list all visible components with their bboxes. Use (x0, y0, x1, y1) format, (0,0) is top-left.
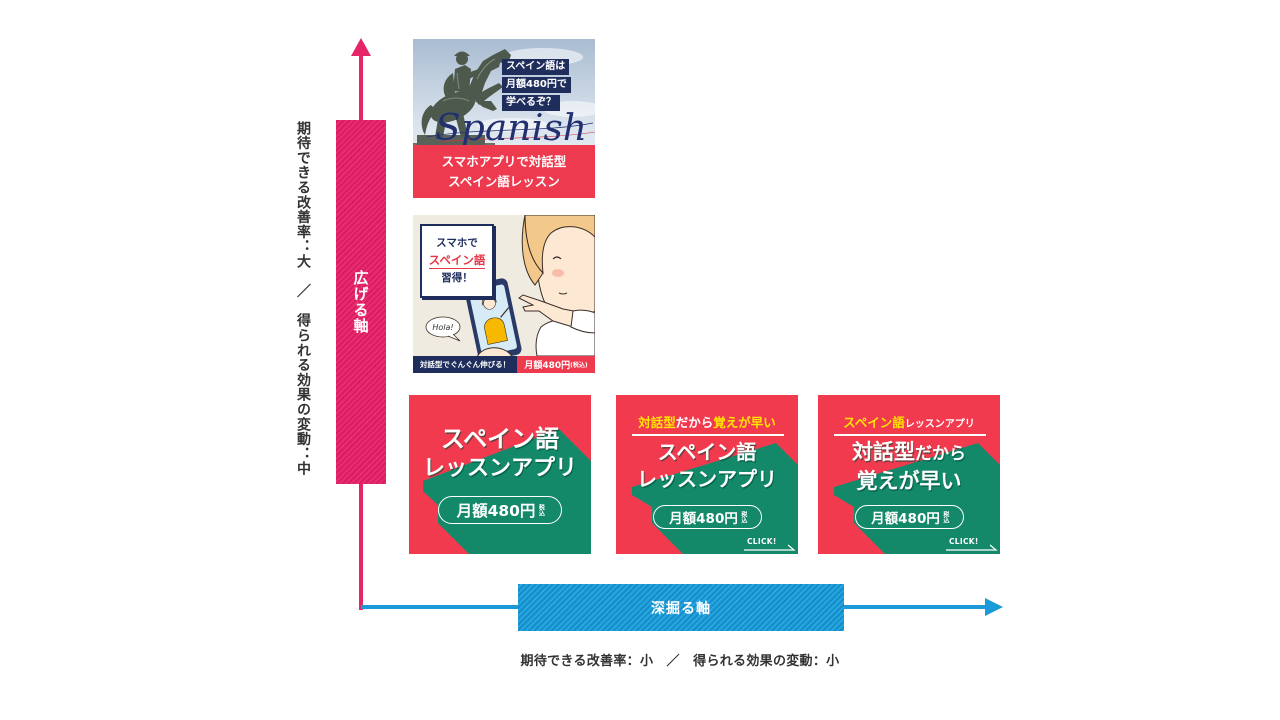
title-line: 対話型だから (818, 439, 1000, 468)
price-value: 月額480円 (669, 511, 738, 527)
tagline: スペイン語レッスンアプリ (818, 412, 1000, 431)
band-line: スペイン語レッスン (448, 173, 560, 189)
price-callout: スペイン語は 月額480円で 学べるぞ？ (502, 59, 571, 111)
cta-arrow-icon (744, 544, 796, 551)
title-line: レッスンアプリ (637, 467, 777, 491)
footer-price: 月額480円(税込) (517, 356, 595, 373)
cta-arrow-icon (946, 544, 998, 551)
tagline: 対話型だから覚えが早い (616, 412, 798, 431)
headline-band: スマホアプリで対話型 スペイン語レッスン (413, 145, 595, 198)
tagline-highlight: スペイン語 (843, 415, 905, 430)
banner-title: スペイン語 レッスンアプリ (409, 425, 591, 483)
tagline-text: レッスンアプリ (904, 419, 975, 430)
footer-tax-note: (税込) (570, 362, 588, 369)
vertical-axis-description: 期待できる改善率：大 ／ 得られる効果の変動：中 (295, 121, 311, 477)
horizontal-axis-description: 期待できる改善率：小 ／ 得られる効果の変動：小 (520, 654, 840, 669)
banner-title: 対話型だから 覚えが早い (818, 439, 1000, 495)
script-flourish-red (438, 131, 595, 143)
title-line: スペイン語 (440, 425, 560, 453)
banner-title: スペイン語 レッスンアプリ (616, 439, 798, 493)
callout-line: 月額480円で (502, 77, 571, 93)
tax-note: 税込 (941, 511, 949, 523)
tax-note: 税込 (537, 504, 545, 516)
price-value: 月額480円 (871, 511, 940, 527)
callout-line: 学べるぞ？ (502, 95, 560, 111)
speech-bubble-text: Hola! (432, 323, 453, 332)
band-line: スマホアプリで対話型 (441, 153, 567, 169)
divider-line (834, 434, 986, 436)
title-line: スペイン語 (657, 440, 757, 464)
banner-text-b: 対話型だから覚えが早い スペイン語 レッスンアプリ 月額480円 税込 CLIC… (616, 395, 798, 554)
cta-label: CLICK! (747, 537, 777, 546)
price-value: 月額480円 (456, 502, 536, 520)
banner-text-a: スペイン語 レッスンアプリ 月額480円 税込 (409, 395, 591, 554)
divider-line (632, 434, 784, 436)
footer-price-value: 月額480円 (524, 361, 571, 371)
title-main: 対話型 (852, 440, 915, 464)
callout-line: スペイン語は (502, 59, 570, 75)
banner-text-c: スペイン語レッスンアプリ 対話型だから 覚えが早い 月額480円 税込 CLIC… (818, 395, 1000, 554)
horizontal-axis-label-box: 深掘る軸 (518, 584, 844, 631)
headline-line-highlight: スペイン語 (428, 253, 486, 269)
headline-box: スマホで スペイン語 習得！ (420, 224, 494, 298)
title-line: レッスンアプリ (422, 456, 577, 481)
price-pill: 月額480円 税込 (653, 505, 762, 529)
vertical-axis-label-box: 広げる軸 (336, 120, 386, 484)
script-flourish (426, 122, 594, 138)
horizontal-axis-arrowhead (985, 598, 1003, 616)
tax-note: 税込 (739, 511, 747, 523)
tagline-text: だから (675, 415, 714, 430)
footer-tagline: 対話型でぐんぐん伸びる！ (413, 356, 517, 373)
tagline-highlight: 対話型 (638, 415, 676, 430)
banner-illustration: Hola! スマホで スペイン語 習得！ 対話型でぐんぐん伸びる！ 月額480円… (413, 215, 595, 373)
vertical-axis-label: 広げる軸 (351, 270, 370, 334)
title-sub: だから (915, 444, 966, 464)
tagline-highlight: 覚えが早い (713, 415, 776, 430)
price-pill: 月額480円 税込 (855, 505, 964, 529)
price-pill: 月額480円 税込 (438, 496, 562, 524)
horizontal-axis-label: 深掘る軸 (651, 600, 711, 617)
cta-label: CLICK! (949, 537, 979, 546)
title-line: 覚えが早い (856, 469, 962, 493)
vertical-axis-arrowhead (351, 38, 371, 56)
banner-statue-photo: Spanish スペイン語は 月額480円で 学べるぞ？ スマホアプリで対話型 … (413, 39, 595, 198)
speech-bubble: Hola! (425, 316, 461, 342)
script-word: Spanish (435, 108, 587, 149)
headline-line: スマホで (436, 237, 478, 249)
phone-illustration (464, 278, 522, 362)
headline-line: 習得！ (441, 272, 473, 284)
woman-illustration (518, 215, 595, 357)
